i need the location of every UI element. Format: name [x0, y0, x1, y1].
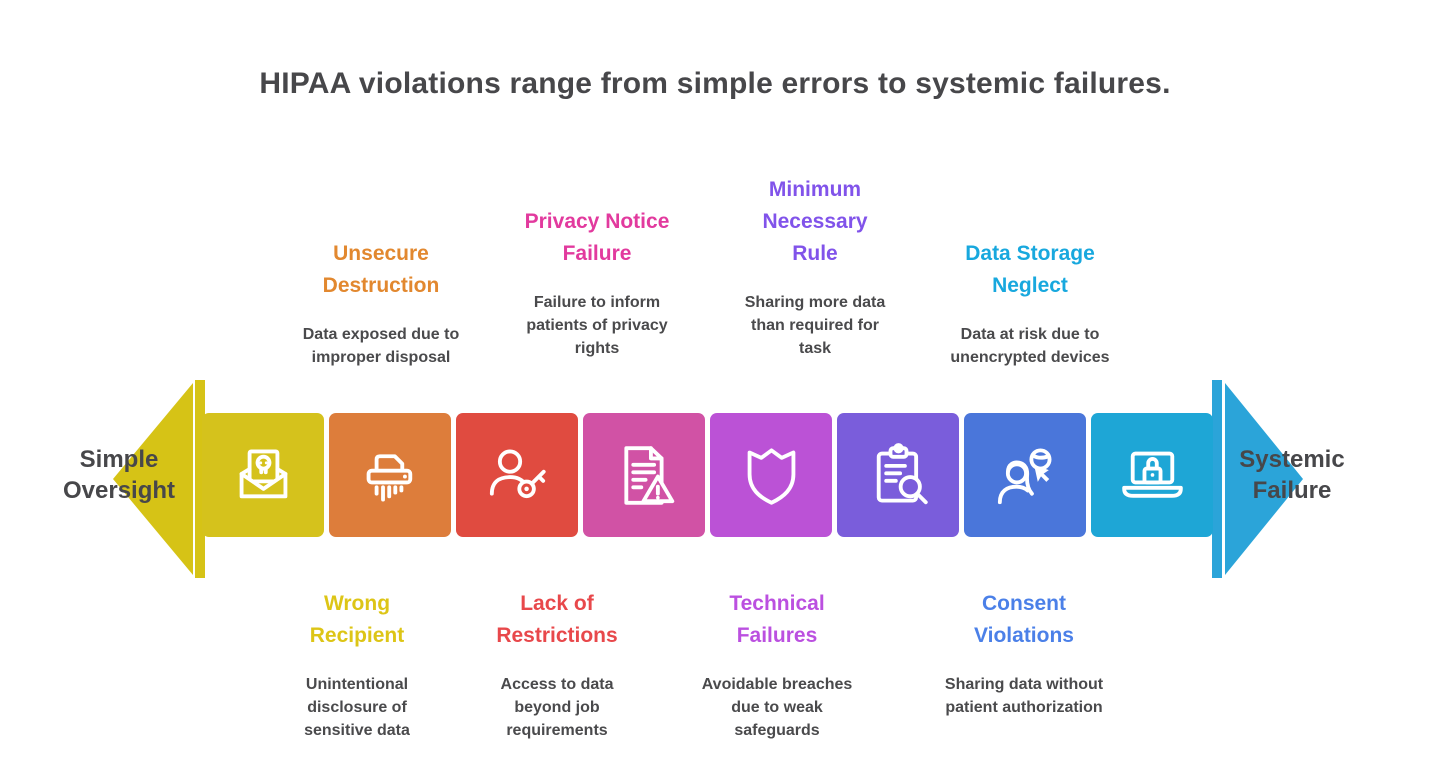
label-block-lack-of-restrictions: Lack of Restrictions Access to data beyo… [442, 588, 672, 742]
violation-description: Sharing data without patient authorizati… [944, 676, 1104, 716]
label-block-wrong-recipient: Wrong Recipient Unintentional disclosure… [242, 588, 472, 742]
violation-description: Unintentional disclosure of sensitive da… [304, 676, 410, 739]
violation-description: Sharing more data than required for task [744, 294, 886, 357]
user-key-icon [489, 449, 546, 498]
right-arrow-icon [1212, 380, 1303, 578]
label-block-minimum-necessary-rule: Minimum Necessary Rule Sharing more data… [700, 174, 930, 360]
spectrum-box-privacy-notice-failure [583, 413, 705, 537]
shredder-icon [366, 453, 412, 501]
violation-heading: Lack of Restrictions [496, 592, 618, 647]
violation-heading: Privacy Notice Failure [524, 210, 670, 265]
spectrum-box-minimum-necessary-rule [837, 413, 959, 537]
spectrum-box-wrong-recipient [202, 413, 324, 537]
page-title: HIPAA violations range from simple error… [259, 67, 1171, 100]
violation-description: Avoidable breaches due to weak safeguard… [701, 676, 853, 739]
axis-label-simple-oversight: Simple Oversight [62, 446, 176, 504]
laptop-lock-icon [1121, 451, 1183, 498]
axis-label-systemic-failure: Systemic Failure [1239, 446, 1345, 504]
violation-heading: Data Storage Neglect [965, 242, 1095, 297]
spectrum-box-consent-violations [964, 413, 1086, 537]
violation-description: Data exposed due to improper disposal [302, 326, 460, 366]
left-arrow-icon [113, 380, 205, 578]
violation-heading: Unsecure Destruction [322, 242, 440, 297]
shield-icon [747, 447, 795, 505]
label-block-consent-violations: Consent Violations Sharing data without … [909, 588, 1139, 719]
document-warning-icon [623, 445, 674, 505]
patient-cursor-icon [997, 447, 1051, 504]
spectrum-box-lack-of-restrictions [456, 413, 578, 537]
breach-letter-icon [239, 449, 287, 498]
violation-heading: Consent Violations [974, 592, 1074, 647]
violation-description: Data at risk due to unencrypted devices [950, 326, 1110, 366]
spectrum-box-technical-failures [710, 413, 832, 537]
label-block-unsecure-destruction: Unsecure Destruction Data exposed due to… [266, 238, 496, 369]
label-block-privacy-notice-failure: Privacy Notice Failure Failure to inform… [482, 206, 712, 360]
violation-heading: Minimum Necessary Rule [762, 178, 868, 265]
label-block-data-storage-neglect: Data Storage Neglect Data at risk due to… [915, 238, 1145, 369]
spectrum-box-unsecure-destruction [329, 413, 451, 537]
label-block-technical-failures: Technical Failures Avoidable breaches du… [662, 588, 892, 742]
spectrum-band [202, 413, 1213, 537]
spectrum-box-data-storage-neglect [1091, 413, 1213, 537]
clipboard-search-icon [876, 442, 928, 504]
violation-heading: Technical Failures [729, 592, 825, 647]
violation-description: Access to data beyond job requirements [500, 676, 614, 739]
violation-heading: Wrong Recipient [309, 592, 405, 647]
violation-description: Failure to inform patients of privacy ri… [526, 294, 668, 357]
